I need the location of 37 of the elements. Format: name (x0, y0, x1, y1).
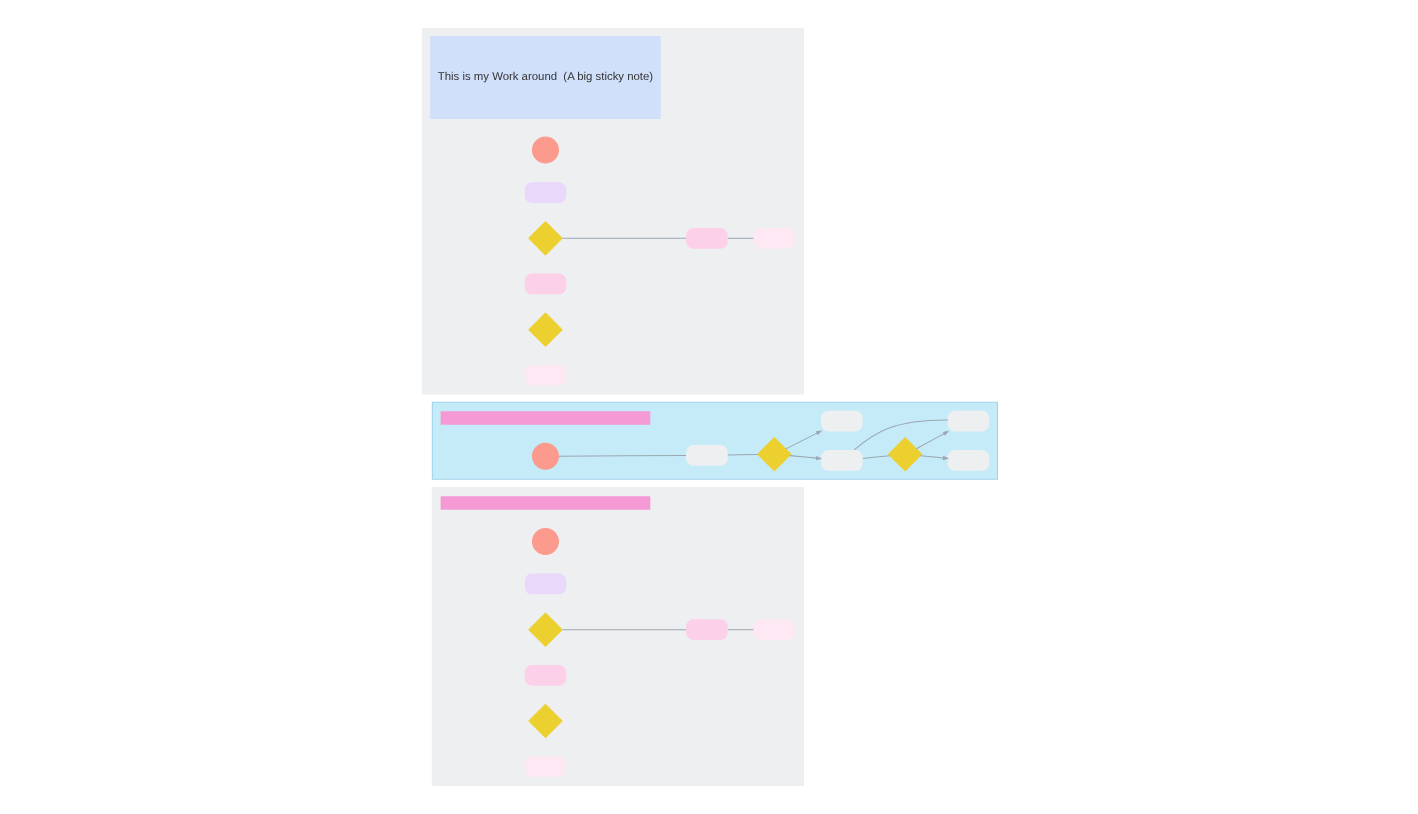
node-box (946, 410, 989, 432)
arrow (918, 455, 949, 461)
node-box (685, 227, 727, 249)
connector (852, 419, 948, 451)
node-diamond (527, 220, 562, 256)
node-diamond (527, 703, 562, 739)
node-box (752, 619, 795, 641)
node-diamond (886, 436, 922, 472)
connector (726, 453, 758, 456)
node-bar (439, 411, 650, 425)
node-diamond (756, 436, 791, 472)
node-box (752, 227, 795, 249)
node-box (820, 410, 862, 432)
connector (726, 237, 753, 239)
node-circle (530, 442, 558, 470)
node-diamond (527, 612, 562, 647)
node-box (820, 450, 862, 471)
arrow (788, 455, 822, 461)
connector (556, 454, 686, 457)
connector (726, 629, 753, 631)
connector (560, 629, 686, 631)
arrow (914, 430, 949, 450)
node-bar (439, 496, 650, 510)
connector (861, 455, 890, 459)
node-box (523, 273, 566, 295)
node-box (946, 450, 989, 471)
cluster (430, 401, 998, 480)
node-diamond (527, 312, 562, 347)
cluster (430, 486, 803, 786)
node-box (685, 444, 727, 466)
node-box (685, 619, 727, 641)
cluster (420, 28, 803, 395)
node-box (523, 664, 566, 686)
arrow (784, 430, 822, 450)
node-circle (530, 527, 558, 555)
node-circle (530, 136, 558, 164)
connector (560, 237, 686, 239)
